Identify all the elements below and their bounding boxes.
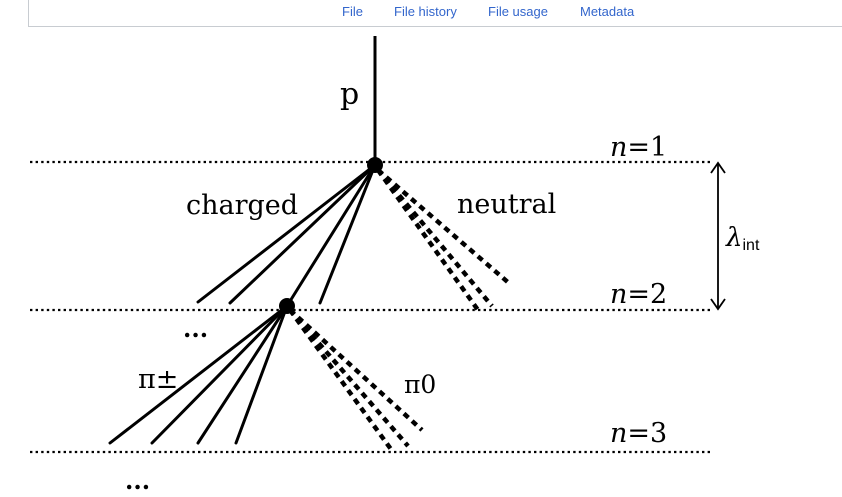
generation-var: n	[610, 132, 627, 163]
charged-tracks-1	[196, 163, 377, 308]
file-tab-bar: File File history File usage Metadata	[28, 0, 842, 27]
neutral-label: neutral	[457, 189, 556, 220]
tab-file-usage[interactable]: File usage	[488, 4, 548, 19]
ellipsis-1: ...	[183, 314, 208, 343]
lambda-int-label: λint	[725, 223, 760, 254]
tab-file[interactable]: File	[342, 4, 363, 19]
interaction-vertex-1	[367, 157, 383, 173]
tab-file-history[interactable]: File history	[394, 4, 457, 19]
generation-eq: =2	[627, 279, 667, 310]
charged-pion-label: π±	[138, 364, 178, 395]
lambda-subscript: int	[742, 237, 759, 254]
ellipsis-2: ...	[125, 466, 150, 495]
interaction-vertex-2	[279, 298, 295, 314]
generation-eq: =1	[627, 132, 667, 163]
generation-label-1: n=1	[610, 132, 667, 163]
charged-label: charged	[186, 190, 298, 221]
interaction-length-arrow	[710, 161, 726, 311]
charged-tracks-2	[108, 304, 289, 445]
proton-label: p	[340, 77, 359, 112]
lambda-symbol: λ	[725, 223, 742, 253]
generation-var: n	[610, 418, 627, 449]
neutral-tracks-1	[376, 168, 512, 312]
generation-eq: =3	[627, 418, 667, 449]
neutral-pion-label: π0	[404, 370, 436, 399]
generation-var: n	[610, 279, 627, 310]
neutral-tracks-2	[288, 308, 424, 454]
tab-metadata[interactable]: Metadata	[580, 4, 635, 19]
generation-label-3: n=3	[610, 418, 667, 449]
generation-label-2: n=2	[610, 279, 667, 310]
